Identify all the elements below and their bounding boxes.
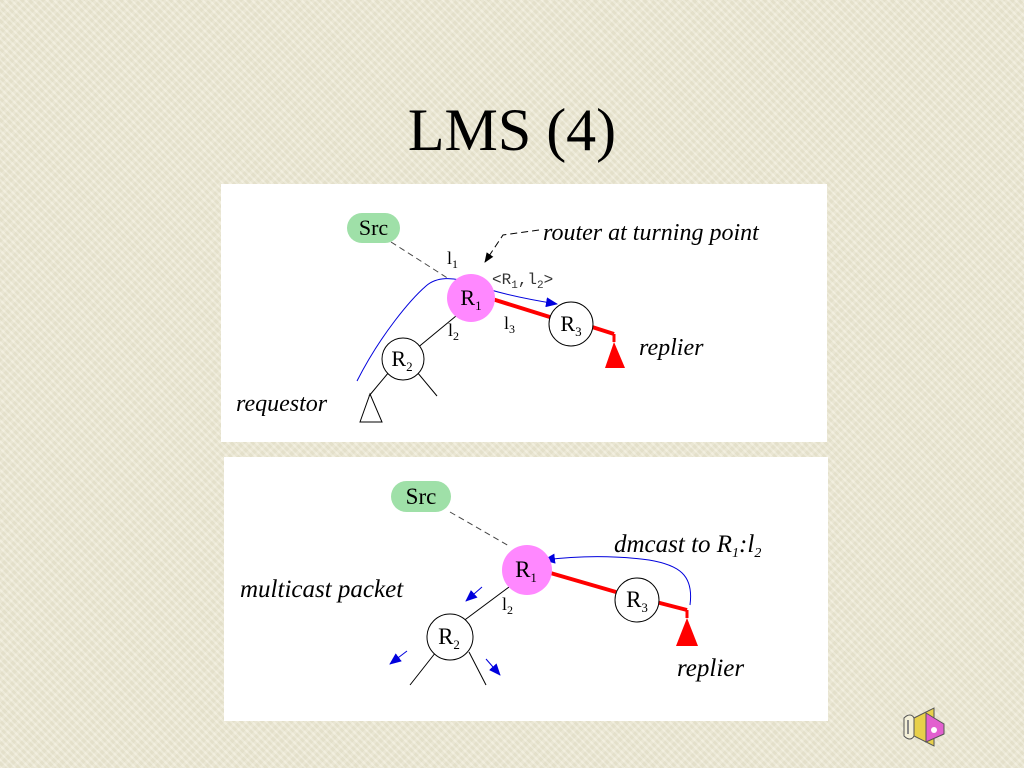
src-r1-link xyxy=(390,241,450,280)
link-l3-label: l3 xyxy=(504,313,515,336)
r1-r2-link xyxy=(461,586,510,623)
multicast-packet-label: multicast packet xyxy=(240,576,404,603)
turning-point-pointer xyxy=(484,229,540,263)
diagram-reply-phase: Src R1 R2 R3 l2 dmcast to R1:l2 multicas… xyxy=(224,457,828,721)
r2-child-right xyxy=(468,651,487,686)
diagram-request-phase: Src R1 R2 R3 l1 l2 l3 <R1,l2> router at … xyxy=(221,184,827,442)
slide-title: LMS (4) xyxy=(407,97,617,163)
turning-point-tuple: <R1,l2> xyxy=(492,271,553,292)
replier-triangle xyxy=(676,618,698,646)
dmcast-arrow xyxy=(543,553,692,606)
replier-label: replier xyxy=(639,335,704,361)
link-l2-label: l2 xyxy=(448,320,459,343)
replier-triangle xyxy=(605,342,625,368)
src-node xyxy=(391,481,451,512)
r1-node xyxy=(447,274,495,322)
r3-label: R3 xyxy=(626,587,648,615)
src-r1-link xyxy=(449,511,510,547)
r1-r2-link xyxy=(415,315,457,350)
r3-node xyxy=(548,301,594,347)
requestor-label: requestor xyxy=(236,391,328,417)
r3-label: R3 xyxy=(560,311,581,339)
r2-label: R2 xyxy=(438,624,460,652)
r1-r3-path xyxy=(546,570,617,594)
requestor-triangle xyxy=(359,392,383,423)
r3-replier-path xyxy=(655,600,688,612)
r1-node xyxy=(502,545,552,595)
r2-node xyxy=(381,337,425,381)
r2-child-left xyxy=(368,371,390,397)
multicast-arrow-1 xyxy=(465,586,483,602)
src-label: Src xyxy=(406,484,437,509)
r2-node xyxy=(426,613,474,661)
speaker-icon[interactable] xyxy=(898,704,948,750)
turning-point-label: router at turning point xyxy=(543,220,760,246)
multicast-arrow-3 xyxy=(485,658,501,676)
src-label: Src xyxy=(359,215,389,240)
r1-r3-path xyxy=(488,296,554,320)
r1-label: R1 xyxy=(460,285,481,313)
replier-label: replier xyxy=(677,655,744,682)
r1-label: R1 xyxy=(515,557,537,585)
multicast-arrow-2 xyxy=(389,650,408,665)
link-l2-label: l2 xyxy=(502,594,513,617)
link-l1-label: l1 xyxy=(447,248,458,271)
r2-label: R2 xyxy=(391,346,412,374)
dmcast-label: dmcast to R1:l2 xyxy=(614,531,761,561)
r2-child-left xyxy=(409,651,437,686)
r2-child-right xyxy=(416,371,438,397)
r3-node xyxy=(614,577,660,623)
src-node xyxy=(347,213,400,243)
request-flow-arrow xyxy=(356,278,558,382)
